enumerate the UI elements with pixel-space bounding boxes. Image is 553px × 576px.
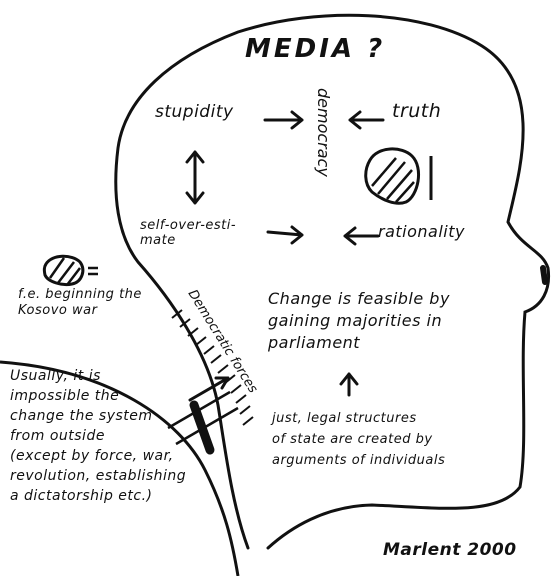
arrow-stupidity-right (265, 112, 302, 128)
truth-label: truth (392, 100, 441, 122)
arrow-self-right (268, 227, 302, 243)
change-note: Change is feasible by gaining majorities… (268, 288, 450, 354)
usually-note: Usually, it is impossible the change the… (10, 366, 186, 506)
page-title: MEDIA ? (245, 34, 385, 64)
self-overestimate-label: self-over-esti- mate (140, 218, 236, 248)
arrow-up (341, 374, 357, 395)
stupidity-label: stupidity (155, 102, 234, 122)
arrow-truth-left (350, 112, 383, 128)
arrow-rational-left (345, 228, 378, 244)
democracy-label: democracy (314, 88, 333, 177)
brain-blob (366, 149, 419, 203)
example-note: f.e. beginning the Kosovo war (18, 287, 142, 319)
just-note: just, legal structures of state are crea… (272, 408, 445, 471)
small-blob (44, 256, 98, 285)
signature: Marlent 2000 (383, 540, 517, 560)
arrow-updown (187, 152, 203, 203)
ear-mark (543, 268, 545, 282)
rationality-label: rationality (378, 222, 465, 241)
arrows (187, 112, 383, 400)
